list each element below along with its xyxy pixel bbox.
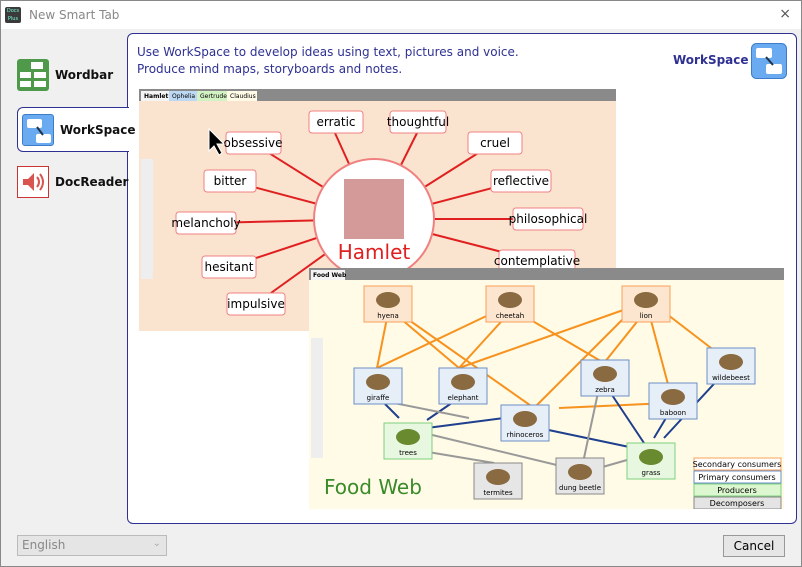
center-node: Hamlet (338, 240, 411, 264)
sidebar-item-label: DocReader (55, 175, 129, 189)
tab-gertrude: Gertrude (200, 93, 227, 100)
svg-text:giraffe: giraffe (367, 394, 390, 402)
food-web-node: cheetah (485, 285, 535, 323)
legend-item: Producers (717, 486, 757, 495)
tab-hamlet: Hamlet (144, 93, 168, 100)
sidebar-item-label: Wordbar (55, 68, 114, 82)
sidebar-item-wordbar[interactable]: Wordbar (17, 59, 113, 91)
description-line: Use WorkSpace to develop ideas using tex… (137, 45, 519, 59)
svg-text:contemplative: contemplative (494, 254, 580, 268)
panel-title: WorkSpace (673, 53, 749, 67)
svg-text:trees: trees (399, 449, 417, 457)
svg-text:hyena: hyena (377, 312, 399, 320)
svg-text:elephant: elephant (448, 394, 479, 402)
word-node: contemplative (494, 249, 580, 273)
food-web-title: Food Web (324, 475, 422, 499)
food-web-node: grass (626, 442, 676, 480)
language-select[interactable]: English ⌄ (17, 535, 167, 556)
word-node: obsessive (224, 131, 283, 155)
food-web-node: elephant (438, 367, 488, 405)
sidebar-item-docreader[interactable]: DocReader (17, 166, 128, 198)
description: Use WorkSpace to develop ideas using tex… (137, 44, 519, 78)
svg-text:zebra: zebra (595, 386, 615, 394)
word-node: melancholy (171, 211, 241, 235)
chevron-down-icon: ⌄ (152, 538, 161, 549)
cancel-button[interactable]: Cancel (723, 535, 785, 557)
svg-text:obsessive: obsessive (224, 136, 283, 150)
food-web-node: wildebeest (706, 347, 756, 385)
word-node: cruel (467, 131, 523, 155)
tab-ophelia: Ophelia (172, 93, 195, 100)
word-node: philosophical (509, 207, 588, 231)
word-node: erratic (308, 110, 364, 134)
sidebar-item-label: WorkSpace (60, 122, 136, 137)
svg-text:reflective: reflective (493, 174, 549, 188)
sidebar-item-workspace[interactable]: WorkSpace (17, 107, 136, 152)
svg-text:cruel: cruel (480, 136, 510, 150)
word-node: thoughtful (387, 110, 449, 134)
svg-text:rhinoceros: rhinoceros (507, 431, 544, 439)
svg-text:philosophical: philosophical (509, 212, 588, 226)
window-title: New Smart Tab (29, 8, 120, 22)
word-node: reflective (490, 169, 552, 193)
food-web-node: zebra (580, 359, 630, 397)
food-web-node: termites (473, 462, 523, 500)
workspace-icon (751, 43, 787, 79)
word-node: hesitant (201, 255, 257, 279)
legend-item: Secondary consumers (693, 460, 782, 469)
svg-text:wildebeest: wildebeest (712, 374, 750, 382)
svg-text:dung beetle: dung beetle (559, 484, 601, 492)
food-web-node: baboon (648, 382, 698, 420)
svg-text:melancholy: melancholy (171, 216, 240, 230)
svg-text:thoughtful: thoughtful (387, 115, 449, 129)
description-line: Produce mind maps, storyboards and notes… (137, 62, 403, 76)
svg-text:erratic: erratic (316, 115, 355, 129)
cursor-icon (208, 127, 226, 156)
svg-text:bitter: bitter (214, 174, 247, 188)
language-value: English (22, 538, 66, 552)
svg-text:cheetah: cheetah (496, 312, 524, 320)
food-web-node: dung beetle (555, 457, 605, 495)
svg-text:baboon: baboon (660, 409, 686, 417)
word-node: impulsive (226, 292, 286, 316)
food-web-node: rhinoceros (500, 404, 550, 442)
svg-text:termites: termites (483, 489, 513, 497)
legend-item: Decomposers (710, 499, 765, 508)
wordbar-icon (17, 59, 49, 91)
svg-text:grass: grass (642, 469, 661, 477)
word-node: bitter (203, 169, 257, 193)
food-web-node: giraffe (353, 367, 403, 405)
legend-item: Primary consumers (698, 473, 775, 482)
food-web-node: hyena (363, 285, 413, 323)
tab-claudius: Claudius (230, 93, 256, 100)
tab-food-web: Food Web (313, 272, 347, 279)
legend: Secondary consumers Primary consumers Pr… (693, 457, 782, 509)
workspace-icon (22, 113, 54, 146)
docreader-icon (17, 166, 49, 198)
svg-text:impulsive: impulsive (227, 297, 285, 311)
food-web-node: trees (383, 422, 433, 460)
close-icon[interactable]: × (779, 6, 791, 22)
svg-text:lion: lion (640, 312, 653, 320)
svg-text:hesitant: hesitant (205, 260, 254, 274)
food-web-preview: Food Web Food Web hyena cheetah lion giraff… (309, 268, 784, 509)
food-web-node: lion (621, 285, 671, 323)
